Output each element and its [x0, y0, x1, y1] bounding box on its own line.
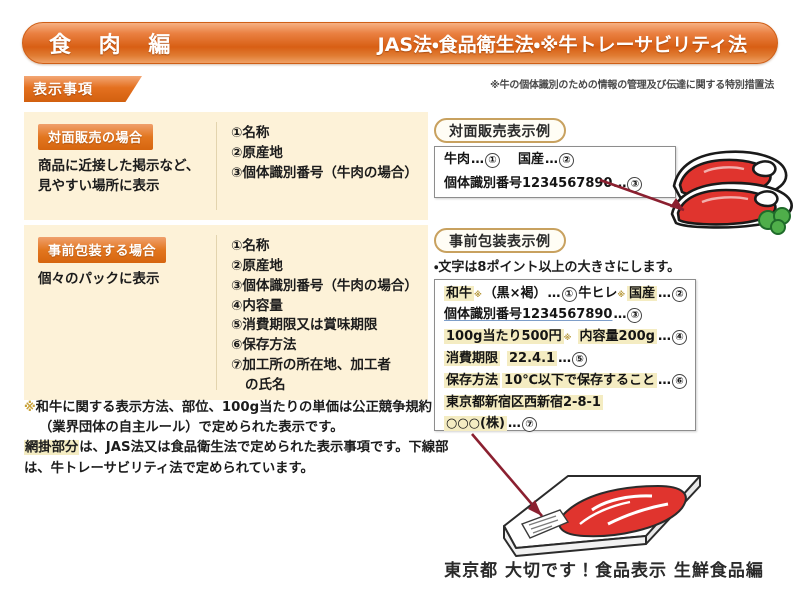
list-item: ⑥保存方法: [231, 337, 297, 354]
section-tab-shape: [24, 76, 142, 102]
asterisk-mark: ※: [474, 290, 482, 299]
individual-id-number: 個体識別番号1234567890: [444, 176, 613, 191]
dots: …: [558, 351, 571, 366]
label-field-value: 牛ヒレ: [578, 286, 618, 301]
label-field-value: 消費期限: [444, 351, 501, 366]
row-chip-label: 事前包装する場合: [38, 237, 167, 263]
footnote-text-1: 和牛に関する表示方法、部位、100g当たりの単価は公正競争規約（業界団体の自主ル…: [35, 400, 432, 436]
callout-number: ③: [627, 177, 643, 192]
table-row: 事前包装する場合 個々のパックに表示 ①名称 ②原産地 ③個体識別番号（牛肉の場…: [24, 225, 428, 400]
row-method-text: 個々のパックに表示: [38, 271, 160, 287]
label-field-value: 国産: [626, 286, 657, 301]
label-field-value: ○○○(株): [444, 416, 507, 431]
table-cell-method: 対面販売の場合 商品に近接した掲示など、見やすい場所に表示: [24, 112, 216, 220]
label-field-value: 10℃以下で保存すること: [502, 373, 657, 388]
example-line: 牛肉 … ① 国産 … ②: [444, 153, 667, 168]
footnote-paragraph-2: 網掛部分は、JAS法又は食品衛生法で定められた表示事項です。下線部は、牛トレーサ…: [24, 438, 454, 478]
header-footnote-law: ※牛の個体識別のための情報の管理及び伝達に関する特別措置法: [490, 80, 774, 91]
list-item: ②原産地: [231, 257, 283, 274]
dots: …: [658, 373, 671, 388]
list-item: ①名称: [231, 238, 270, 254]
origin-value: 国産: [518, 152, 545, 167]
font-size-note: ・文字は8ポイント以上の大きさにします。: [434, 260, 681, 275]
label-field-value: 内容量200g: [577, 329, 657, 344]
callout-number: ②: [559, 153, 575, 168]
row-item-list: ①名称 ②原産地 ③個体識別番号（牛肉の場合） ④内容量 ⑤消費期限又は賞味期限…: [231, 237, 422, 396]
table-cell-items: ①名称 ②原産地 ③個体識別番号（牛肉の場合）: [217, 112, 428, 220]
example-tag-label: 対面販売表示例: [449, 123, 551, 140]
dots: …: [547, 286, 561, 301]
label-field-value: 和牛: [444, 286, 475, 301]
page-title: 食 肉 編: [49, 33, 181, 58]
callout-number: ②: [672, 287, 687, 302]
asterisk-mark: ※: [617, 290, 626, 299]
example-box-face-to-face: 牛肉 … ① 国産 … ② 個体識別番号1234567890 … ③: [434, 146, 676, 198]
footnote-block: ※和牛に関する表示方法、部位、100g当たりの単価は公正競争規約（業界団体の自主…: [24, 398, 454, 479]
list-item: ④内容量: [231, 297, 283, 314]
row-method-text: 商品に近接した掲示など、見やすい場所に表示: [38, 158, 200, 194]
footnote-text-2: は、JAS法又は食品衛生法で定められた表示事項です。下線部は、牛トレーサビリティ…: [24, 440, 449, 476]
dots: …: [658, 286, 671, 301]
list-item: ②原産地: [231, 144, 283, 161]
product-name: 牛肉: [444, 152, 471, 167]
callout-number: ①: [485, 153, 501, 168]
example-tag-prepackaged: 事前包装表示例: [434, 228, 566, 253]
label-field-value: 100g当たり500円: [444, 329, 564, 344]
example-line: ○○○(株)…⑦: [444, 416, 687, 432]
footnote-paragraph-1: ※和牛に関する表示方法、部位、100g当たりの単価は公正競争規約（業界団体の自主…: [24, 398, 454, 438]
label-field-value: （黒×褐）: [483, 286, 547, 301]
list-item: ③個体識別番号（牛肉の場合）: [231, 277, 418, 294]
dots: …: [507, 416, 521, 431]
label-field-value: 東京都新宿区西新宿2-8-1: [444, 395, 603, 410]
callout-number: ⑦: [521, 417, 537, 432]
list-item: ③個体識別番号（牛肉の場合）: [231, 164, 418, 181]
section-tab-label: 表示事項: [33, 82, 93, 98]
row-item-list: ①名称 ②原産地 ③個体識別番号（牛肉の場合）: [231, 124, 422, 184]
dots: …: [613, 176, 626, 191]
callout-number: ①: [561, 287, 577, 302]
requirements-table: 対面販売の場合 商品に近接した掲示など、見やすい場所に表示 ①名称 ②原産地 ③…: [24, 112, 428, 400]
example-line: 消費期限 22.4.1…⑤: [444, 351, 687, 367]
section-tab-hyojijiko: 表示事項: [24, 76, 142, 102]
list-item: ①名称: [231, 125, 270, 141]
dots: …: [545, 152, 558, 167]
label-field-value: 保存方法: [444, 373, 501, 388]
source-caption: 東京都 大切です！食品表示 生鮮食品編: [444, 561, 764, 581]
example-tag-label: 事前包装表示例: [449, 233, 551, 250]
table-cell-method: 事前包装する場合 個々のパックに表示: [24, 225, 216, 400]
row-chip-label: 対面販売の場合: [38, 124, 153, 150]
callout-number: ⑤: [572, 352, 588, 367]
footnote-mesh-term: 網掛部分: [24, 440, 80, 456]
dots: …: [613, 307, 626, 322]
label-field-value: 22.4.1: [507, 351, 558, 366]
sliced-beef-illustration: [670, 150, 793, 235]
table-row: 対面販売の場合 商品に近接した掲示など、見やすい場所に表示 ①名称 ②原産地 ③…: [24, 112, 428, 220]
list-item: ⑤消費期限又は賞味期限: [231, 317, 378, 334]
table-cell-items: ①名称 ②原産地 ③個体識別番号（牛肉の場合） ④内容量 ⑤消費期限又は賞味期限…: [217, 225, 428, 400]
callout-number: ④: [672, 330, 687, 345]
footnote-mark: ※: [24, 400, 36, 414]
dots: …: [658, 329, 671, 344]
callout-number: ⑥: [672, 374, 687, 389]
dots: …: [471, 152, 484, 167]
table-divider: [216, 122, 217, 210]
header-banner: 食 肉 編 JAS法・食品衛生法・※牛トレーサビリティ法: [22, 22, 778, 64]
example-line: 東京都新宿区西新宿2-8-1: [444, 395, 687, 410]
example-line: 個体識別番号1234567890…③: [444, 308, 687, 323]
list-item: ⑦加工所の所在地、加工者: [231, 357, 391, 374]
example-tag-face-to-face: 対面販売表示例: [434, 118, 566, 143]
example-line: 100g当たり500円※ 内容量200g…④: [444, 329, 687, 345]
table-divider: [216, 235, 217, 390]
list-item-continuation: の氏名: [245, 376, 286, 393]
packaged-meat-tray-illustration: [503, 475, 701, 557]
example-line: 個体識別番号1234567890 … ③: [444, 177, 667, 192]
callout-number: ③: [627, 308, 643, 323]
label-field-value: 個体識別番号1234567890: [444, 307, 613, 322]
header-laws: JAS法・食品衛生法・※牛トレーサビリティ法: [377, 33, 747, 56]
asterisk-mark: ※: [563, 333, 572, 342]
